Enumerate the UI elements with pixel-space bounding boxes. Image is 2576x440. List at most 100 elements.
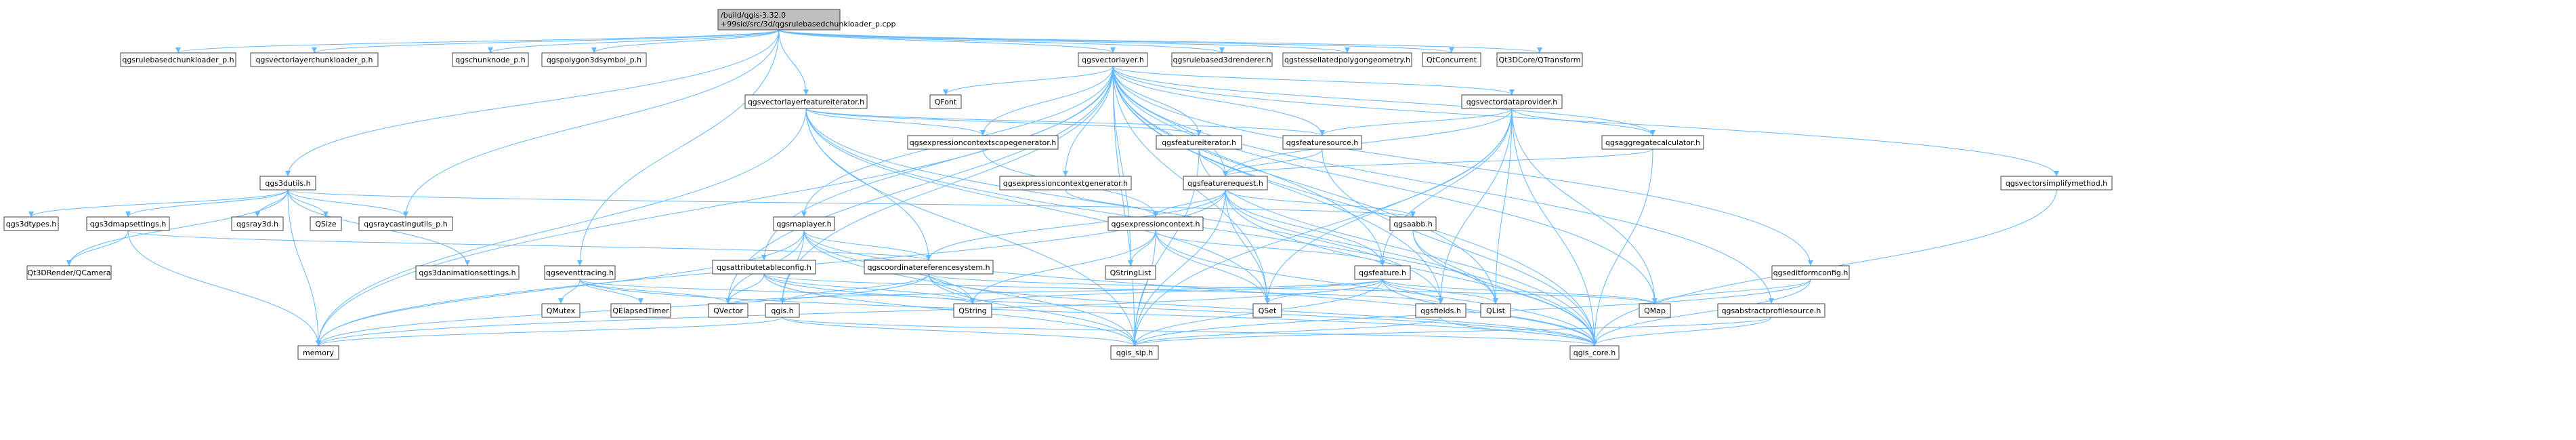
- edge-qgsvectorlayer-h-to-qgseditformconfig-h: [1112, 66, 1813, 266]
- edge-qgseventtracing-h-to-qstring: [579, 279, 975, 304]
- node-qgsvectorlayer-h[interactable]: qgsvectorlayer.h: [1078, 52, 1148, 67]
- node-label: QString: [958, 306, 987, 315]
- node-label: qgis.h: [771, 306, 793, 315]
- node-qgs3dtypes-h[interactable]: qgs3dtypes.h: [3, 216, 59, 231]
- node-qgsfeatureiterator-h[interactable]: qgsfeatureiterator.h: [1156, 135, 1242, 150]
- edge-qgsvectorlayer-h-to-qvector: [725, 66, 1114, 304]
- edge-qgis-h-to-qgis-core-h: [782, 317, 1597, 346]
- edge-qgsfeaturesource-h-to-qgis-core-h: [1322, 148, 1597, 346]
- node-qgis-sip-h[interactable]: qgis_sip.h: [1110, 345, 1159, 360]
- edge-root-to-qtconcurrent: [778, 29, 1454, 54]
- edge-qgsfeature-h-to-memory: [316, 279, 1383, 346]
- node-qmutex[interactable]: QMutex: [541, 303, 580, 318]
- node-box: [708, 303, 748, 318]
- node-qstringlist[interactable]: QStringList: [1105, 265, 1156, 280]
- edge-qgsattributetableconfig-h-to-qgis-sip-h: [763, 273, 1137, 346]
- node-qt3dcore-qtransform[interactable]: Qt3DCore/QTransform: [1496, 52, 1583, 67]
- node-qgsfeature-h[interactable]: qgsfeature.h: [1354, 265, 1411, 280]
- node-label: qgsfeaturerequest.h: [1187, 179, 1263, 188]
- edge-qgsfeature-h-to-qstring: [970, 279, 1383, 304]
- node-qgsexpressioncontextgenerator-h[interactable]: qgsexpressioncontextgenerator.h: [999, 176, 1132, 191]
- node-label: QElapsedTimer: [612, 306, 669, 315]
- edge-qgsabstractprofilesource-h-to-qgis-sip-h: [1132, 317, 1772, 346]
- node-label: QSize: [315, 220, 336, 228]
- node-box: [610, 303, 671, 318]
- edge-qgsvectorlayer-h-to-qgsfeature-h: [1112, 66, 1385, 266]
- edge-qgsvectorlayerfeatureiterator-h-to-qgsfeaturesource-h: [805, 108, 1325, 136]
- node-qtconcurrent[interactable]: QtConcurrent: [1422, 52, 1481, 67]
- node-qset[interactable]: QSet: [1252, 303, 1282, 318]
- node-qgstessellatedpolygongeometry-h[interactable]: qgstessellatedpolygongeometry.h: [1282, 52, 1412, 67]
- node-qelapsedtimer[interactable]: QElapsedTimer: [610, 303, 671, 318]
- node-qgsabstractprofilesource-h[interactable]: qgsabstractprofilesource.h: [1717, 303, 1825, 318]
- edge-qgsfeaturerequest-h-to-qset: [1225, 189, 1270, 304]
- node-qgschunknode-p-h[interactable]: qgschunknode_p.h: [452, 52, 529, 67]
- node-qgis-core-h[interactable]: qgis_core.h: [1569, 345, 1620, 360]
- node-qgsaabb-h[interactable]: qgsaabb.h: [1389, 216, 1437, 231]
- node-qvector[interactable]: QVector: [708, 303, 748, 318]
- node-qsize[interactable]: QSize: [310, 216, 342, 231]
- edge-qgsfeature-h-to-qlist: [1382, 279, 1498, 304]
- edge-qgsexpressioncontext-h-to-qset: [1155, 230, 1270, 304]
- edge-qgsvectorlayerfeatureiterator-h-to-qset: [805, 108, 1270, 304]
- edge-qgsattributetableconfig-h-to-qgis-core-h: [763, 273, 1597, 346]
- node-qfont[interactable]: QFont: [929, 94, 962, 109]
- node-qmap[interactable]: QMap: [1639, 303, 1671, 318]
- node-box: [1183, 176, 1268, 191]
- node-qgsexpressioncontextscopegenerator-h[interactable]: qgsexpressioncontextscopegenerator.h: [907, 135, 1059, 150]
- node-qgsfields-h[interactable]: qgsfields.h: [1415, 303, 1466, 318]
- node-label: qgis_sip.h: [1116, 348, 1154, 357]
- node-qgseditformconfig-h[interactable]: qgseditformconfig.h: [1771, 265, 1850, 280]
- node-qstring[interactable]: QString: [953, 303, 992, 318]
- node-label: qgs3dutils.h: [265, 179, 310, 188]
- node-qgs3dutils-h[interactable]: qgs3dutils.h: [259, 176, 316, 191]
- node-box: [452, 52, 529, 67]
- edge-qgsvectordataprovider-h-to-qgis-sip-h: [1132, 108, 1513, 346]
- node-qgis-h[interactable]: qgis.h: [765, 303, 800, 318]
- node-label: qgsray3d.h: [236, 220, 278, 228]
- node-box: [120, 52, 236, 67]
- edge-qgscoordinatereferencesystem-h-to-qgis-h: [780, 273, 929, 304]
- edge-qgsmaplayer-h-to-qgscoordinatereferencesystem-h: [803, 230, 931, 261]
- edge-qgsfeaturerequest-h-to-qgsaabb-h: [1225, 189, 1416, 218]
- node-qgspolygon3dsymbol-p-h[interactable]: qgspolygon3dsymbol_p.h: [541, 52, 647, 67]
- edge-qgs3dutils-h-to-qgs3dmapsettings-h: [125, 189, 289, 218]
- node-qgsfeaturerequest-h[interactable]: qgsfeaturerequest.h: [1183, 176, 1268, 191]
- node-qgsaggregatecalculator-h[interactable]: qgsaggregatecalculator.h: [1601, 135, 1704, 150]
- edge-qgsfields-h-to-qgis-sip-h: [1132, 317, 1441, 346]
- node-qgsray3d-h[interactable]: qgsray3d.h: [231, 216, 284, 231]
- edge-qgsfeaturerequest-h-to-qgsexpressioncontext-h: [1153, 189, 1226, 218]
- node-qgseventtracing-h[interactable]: qgseventtracing.h: [544, 265, 616, 280]
- edge-qgseventtracing-h-to-qvector: [579, 279, 731, 304]
- node-qgsvectordataprovider-h[interactable]: qgsvectordataprovider.h: [1461, 94, 1563, 109]
- node-box: [864, 260, 994, 275]
- edge-qgsfeature-h-to-qvector: [725, 279, 1383, 304]
- node-qgsvectorlayerchunkloader-p-h[interactable]: qgsvectorlayerchunkloader_p.h: [250, 52, 379, 67]
- node-qgs3dmapsettings-h[interactable]: qgs3dmapsettings.h: [86, 216, 170, 231]
- node-qgsattributetableconfig-h[interactable]: qgsattributetableconfig.h: [712, 260, 816, 275]
- node-label: qgstessellatedpolygongeometry.h: [1284, 56, 1410, 64]
- node-qgsmaplayer-h[interactable]: qgsmaplayer.h: [773, 216, 835, 231]
- edge-qgs3dutils-h-to-memory: [287, 189, 321, 346]
- node-box: [1354, 265, 1411, 280]
- node-qgsrulebasedchunkloader-p-h[interactable]: qgsrulebasedchunkloader_p.h: [120, 52, 236, 67]
- node-qlist[interactable]: QList: [1480, 303, 1511, 318]
- edge-qgsvectorlayer-h-to-qgsfeaturesource-h: [1112, 66, 1325, 136]
- node-qgsexpressioncontext-h[interactable]: qgsexpressioncontext.h: [1107, 216, 1204, 231]
- node-label: QVector: [713, 306, 743, 315]
- edge-qgsmaplayer-h-to-memory: [316, 230, 805, 346]
- node-qgsvectorsimplifymethod-h[interactable]: qgsvectorsimplifymethod.h: [2000, 176, 2113, 191]
- edge-qgs3dutils-h-to-qsize: [287, 189, 329, 218]
- node-qgsvectorlayerfeatureiterator-h[interactable]: qgsvectorlayerfeatureiterator.h: [744, 94, 868, 109]
- node-qgs3danimationsettings-h[interactable]: qgs3danimationsettings.h: [415, 265, 520, 280]
- node-label: qgsexpressioncontextscopegenerator.h: [910, 138, 1057, 147]
- node-qgsfeaturesource-h[interactable]: qgsfeaturesource.h: [1282, 135, 1362, 150]
- node-qgsrulebased3drenderer-h[interactable]: qgsrulebased3drenderer.h: [1171, 52, 1273, 67]
- node-memory[interactable]: memory: [297, 345, 339, 360]
- node-box: [415, 265, 520, 280]
- node-qt3drender-qcamera[interactable]: Qt3DRender/QCamera: [26, 265, 112, 280]
- node-qgscoordinatereferencesystem-h[interactable]: qgscoordinatereferencesystem.h: [864, 260, 994, 275]
- node-qgsraycastingutils-p-h[interactable]: qgsraycastingutils_p.h: [358, 216, 453, 231]
- edge-qgsfeaturerequest-h-to-qgscoordinatereferencesystem-h: [926, 189, 1226, 261]
- edge-qgs3dutils-h-to-qt3drender-qcamera: [66, 189, 289, 266]
